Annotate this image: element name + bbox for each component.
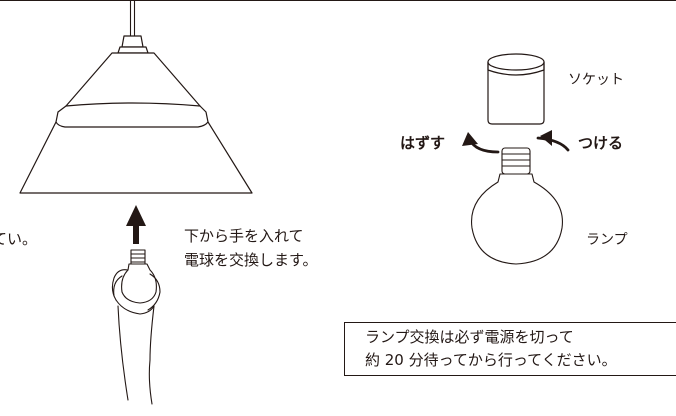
lamp-label: ランプ — [586, 232, 628, 248]
top-border-line — [0, 0, 676, 1]
socket-label: ソケット — [568, 72, 624, 88]
remove-label: はずす — [400, 134, 446, 152]
rotate-right-arrow-icon — [536, 130, 570, 152]
up-arrow-icon — [126, 205, 146, 244]
socket-illustration — [487, 53, 545, 125]
cropped-text: てい。 — [0, 230, 38, 248]
instruction-line-1: 下から手を入れて — [184, 227, 304, 245]
instruction-line-2: 電球を交換します。 — [184, 251, 318, 269]
attach-label: つける — [578, 134, 624, 152]
bulb-illustration — [470, 147, 563, 265]
notice-line-2: 約 20 分待ってから行ってください。 — [365, 351, 617, 369]
pendant-lamp-illustration — [19, 0, 253, 194]
safety-notice-box: ランプ交換は必ず電源を切って 約 20 分待ってから行ってください。 — [344, 322, 676, 376]
rotate-left-arrow-icon — [462, 132, 500, 154]
instruction-text: 下から手を入れて 電球を交換します。 — [184, 224, 318, 272]
notice-line-1: ランプ交換は必ず電源を切って — [365, 328, 574, 346]
hand-with-bulb-illustration — [111, 249, 161, 405]
